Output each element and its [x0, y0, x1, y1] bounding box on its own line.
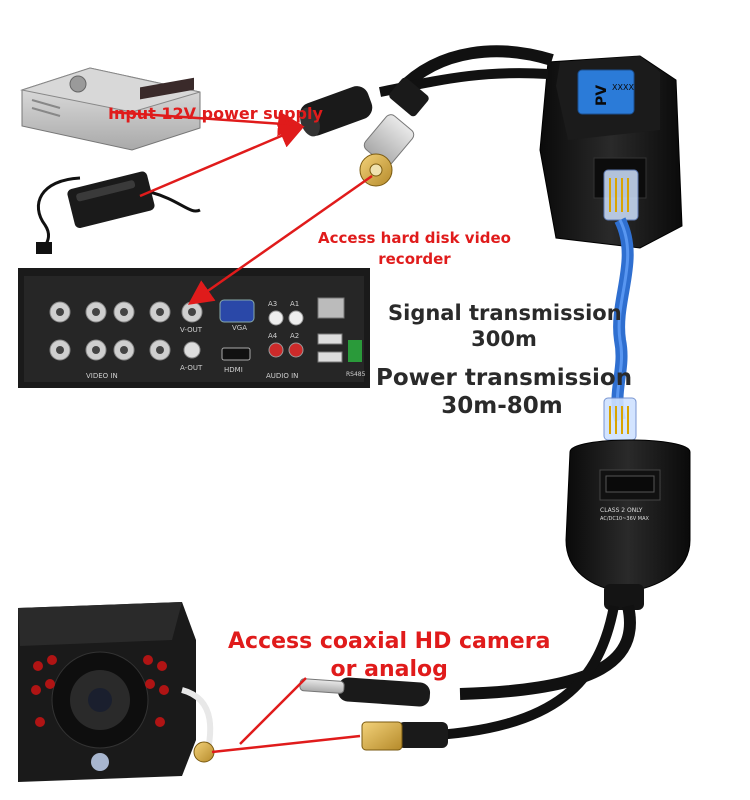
bottom-balun: CLASS 2 ONLY AC/DC10~36V MAX [566, 440, 690, 610]
dvr-vout-label: V-OUT [180, 326, 203, 334]
bnc-connector-top [360, 76, 430, 186]
dvr-rs485-label: RS485 [346, 371, 366, 378]
rj45-plug-top [604, 170, 638, 220]
dvr-access-label-line2: recorder [318, 249, 511, 270]
signal-transmission-title: Signal transmission [388, 300, 620, 326]
dvr-vga-label: VGA [232, 324, 247, 332]
dvr-a1-label: A1 [290, 300, 299, 308]
camera-access-label: Access coaxial HD camera or analog [228, 628, 550, 684]
dvr-rear-panel: VIDEO IN VGA HDMI V-OUT A-OUT A3 A1 A4 A… [18, 268, 370, 388]
power-transmission-title: Power transmission [376, 364, 628, 392]
camera-access-label-line1: Access coaxial HD camera [228, 628, 550, 656]
arrow-camera-dc [240, 678, 306, 744]
dvr-access-label-line1: Access hard disk video [318, 228, 511, 249]
dvr-audio-in-label: AUDIO IN [266, 372, 298, 380]
power-adapter [36, 170, 200, 254]
power-transmission-label: Power transmission 30m-80m [376, 364, 628, 420]
dvr-a4-label: A4 [268, 332, 278, 340]
top-balun-badge-text: PV [594, 85, 610, 106]
signal-transmission-label: Signal transmission 300m [388, 300, 620, 352]
bottom-balun-rating-text: AC/DC10~36V MAX [600, 516, 650, 522]
bnc-connector-bottom [362, 722, 448, 750]
dvr-a3-label: A3 [268, 300, 277, 308]
bottom-balun-class-text: CLASS 2 ONLY [600, 507, 643, 514]
signal-transmission-distance: 300m [388, 326, 620, 352]
input-power-label: Input 12V power supply [108, 104, 323, 123]
power-transmission-distance: 30m-80m [376, 392, 628, 420]
dvr-hdmi-label: HDMI [224, 366, 243, 374]
dvr-video-in-label: VIDEO IN [86, 372, 118, 380]
dvr-aout-label: A-OUT [180, 364, 203, 372]
camera-access-label-line2: or analog [228, 656, 550, 684]
top-balun-model-text: XXXX [612, 83, 634, 92]
dvr-a2-label: A2 [290, 332, 299, 340]
dvr-access-label: Access hard disk video recorder [318, 228, 511, 270]
arrow-camera-bnc [212, 736, 360, 752]
security-camera [18, 602, 214, 782]
